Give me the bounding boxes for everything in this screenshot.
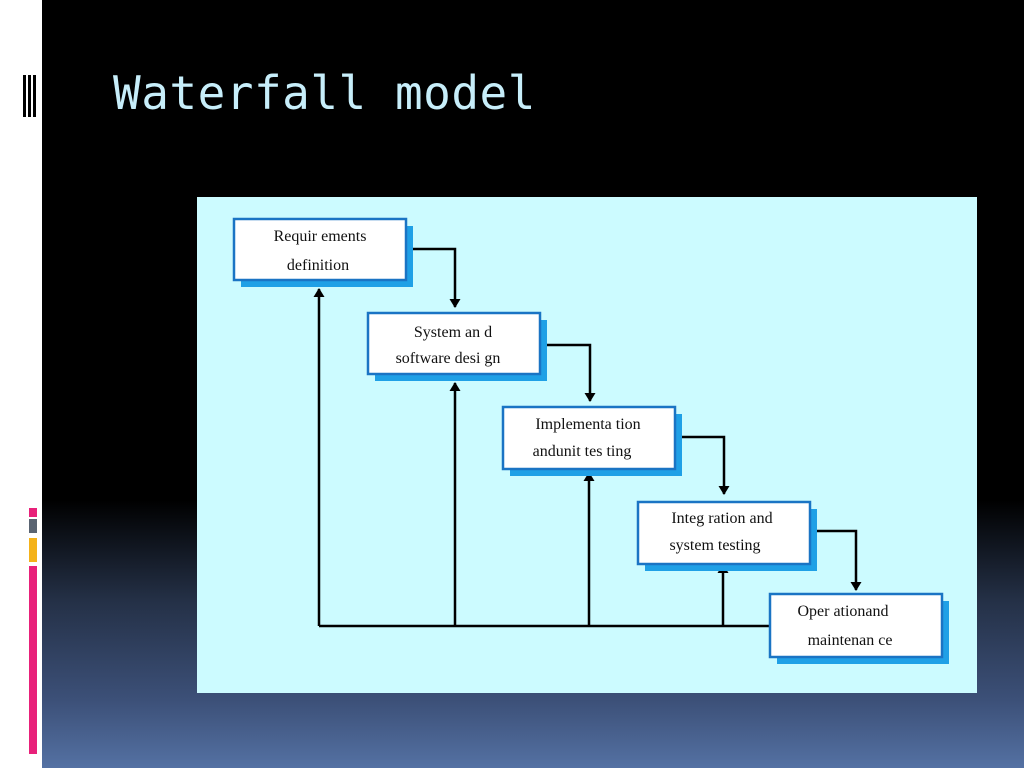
stage-box-design: System an d software desi gn bbox=[366, 311, 547, 381]
slide-title: Waterfall model bbox=[113, 66, 536, 120]
stage-label-line1: Integ ration and bbox=[671, 510, 772, 527]
waterfall-diagram: Requir ements definition System an d sof… bbox=[197, 197, 977, 693]
stage-label-line2: andunit tes ting bbox=[533, 443, 632, 460]
stage-label-line1: System an d bbox=[414, 324, 492, 341]
diagram-canvas: Requir ements definition System an d sof… bbox=[232, 217, 949, 664]
stage-box-operation: Oper ationand maintenan ce bbox=[768, 592, 949, 664]
cascade-arrow-4 bbox=[810, 529, 862, 591]
stage-box-integration: Integ ration and system testing bbox=[636, 500, 817, 571]
stage-label-line2: definition bbox=[287, 257, 349, 274]
stage-label-line1: Implementa tion bbox=[535, 416, 640, 433]
accent-pink-bar bbox=[29, 566, 37, 754]
accent-pink-top bbox=[29, 508, 37, 517]
stage-box-requirements: Requir ements definition bbox=[232, 217, 413, 287]
stage-label-line1: Oper ationand bbox=[797, 603, 888, 620]
feedback-arrows bbox=[313, 288, 769, 628]
stage-label-line2: maintenan ce bbox=[808, 632, 893, 649]
title-bullet-icon bbox=[19, 75, 39, 117]
accent-yellow bbox=[29, 538, 37, 562]
cascade-arrow-2 bbox=[541, 343, 596, 402]
accent-gray bbox=[29, 519, 37, 533]
stage-label-line2: system testing bbox=[669, 537, 760, 554]
stage-box-implementation: Implementa tion andunit tes ting bbox=[501, 405, 682, 476]
stage-label-line2: software desi gn bbox=[396, 350, 501, 367]
stage-label-line1: Requir ements bbox=[274, 228, 367, 245]
cascade-arrow-1 bbox=[406, 247, 461, 308]
cascade-arrow-3 bbox=[675, 435, 730, 495]
cascade-arrows bbox=[406, 247, 862, 591]
